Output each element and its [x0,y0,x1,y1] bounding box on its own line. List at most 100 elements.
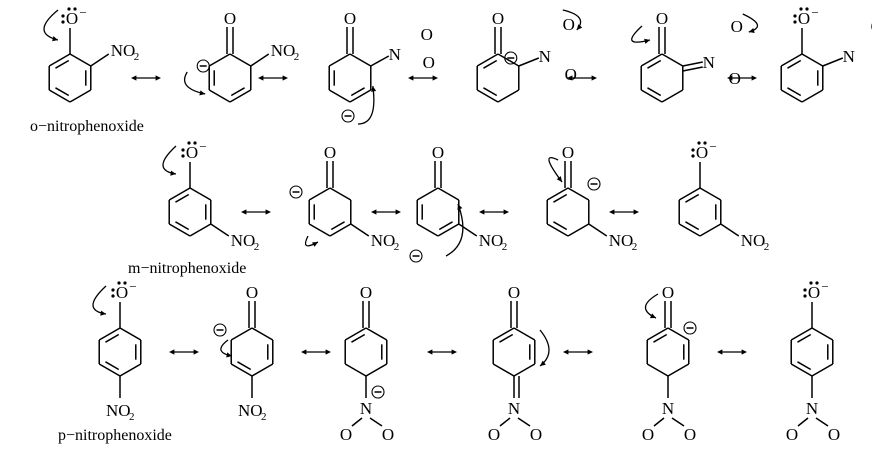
o4-n: N [539,47,551,66]
p4-arrow-head [540,360,546,366]
p5-n: N [662,399,674,418]
structures-layer: O−NO2ONO2ONOOONOOONOOO−NOOO−NO2ONO2ONO2O… [43,5,872,444]
m2-ring-bond-2 [329,223,352,237]
m-res-4-head-right [633,209,639,215]
m2-no2-sub: 2 [394,241,400,253]
o6-ring-double-3 [787,87,802,97]
m5-ring-double-5 [685,193,700,203]
m4-ring-bond-5 [546,187,569,201]
m3-arrow-head [457,204,463,210]
o6-n: N [843,47,855,66]
p-res-3-head-right [451,349,457,355]
o3-cn [370,55,390,67]
p3-n: N [360,399,372,418]
m1-no2-sub: 2 [254,241,260,253]
p6-oxide-lp1 [809,281,813,285]
m3-no2-sub: 2 [502,241,508,253]
m3-no2: NO [479,231,504,250]
p-res-4-head-left [563,349,569,355]
o1-arrow-head [52,36,58,42]
m4-cn [588,223,608,237]
m3-o: O [432,143,444,162]
label-m-nitrophenoxide: m−nitrophenoxide [128,260,246,277]
o4-o-bottom: O [565,65,577,84]
m2-ring-bond-0 [329,187,352,201]
m3-ring-bond-3 [416,223,439,237]
o2-o: O [224,9,236,28]
m3-ring-double-2 [438,221,453,231]
m2-ring-bond-5 [308,187,331,201]
o-res-3-head-right [432,75,438,81]
p3-no-right [369,417,383,427]
m4-ring-double-5 [553,193,568,203]
p5-o: O [662,283,674,302]
m5-no2: NO [741,231,766,250]
o3-arrow [357,85,375,125]
o2-ring-bond-0 [229,53,252,67]
m5-oxide-lp4 [691,154,695,158]
p6-o-left: O [786,425,798,444]
m1-oxide-charge: − [199,139,206,154]
o6-ring-bond-5 [780,53,803,67]
o6-cn [822,57,844,67]
o1-ring-bond-5 [48,53,71,67]
p2-o: O [246,283,258,302]
m5-oxide-lp2 [703,141,707,145]
p4-no-right [517,417,531,427]
o3-ring-bond-3 [328,89,351,103]
p1-oxide-lp3 [111,288,115,292]
m2-ring-bond-3 [308,223,331,237]
p2-ring-bond-0 [251,327,274,341]
o2-no2: NO [271,41,296,60]
p3-o-left: O [340,425,352,444]
p5-ring-bond-5 [646,327,669,341]
o4-ring-bond-5 [476,53,499,67]
m4-ring-bond-3 [546,223,569,237]
m1-oxide-lp1 [187,141,191,145]
p1-no2: NO [106,401,131,420]
o3-ring-bond-5 [328,53,351,67]
p2-ring-double-3 [237,361,252,371]
p3-ring-bond-0 [365,327,388,341]
m4-o: O [562,143,574,162]
p2-ring-bond-3 [230,363,253,377]
p3-ring-bond-2 [365,363,388,377]
p2-minus [213,323,227,337]
m1-ring-bond-2 [189,223,212,237]
o3-o: O [344,9,356,28]
m2-o: O [324,143,336,162]
p-res-5-head-right [741,349,747,355]
o4-ring-bond-0 [497,53,520,67]
o4-ring-bond-3 [476,89,499,103]
p1-arrow-head [100,310,106,316]
o1-oxide-lp3 [61,14,65,18]
m1-ring-bond-3 [168,223,191,237]
p2-arrow-head [226,352,232,358]
m3-arrow [445,203,464,257]
label-o-nitrophenoxide: o−nitrophenoxide [30,118,144,135]
o1-ring-double-5 [55,59,70,69]
o6-oxide-charge: − [811,5,818,20]
p-res-2-head-left [301,349,307,355]
o3-ring-double-2 [350,87,365,97]
p6-oxide-charge: − [821,279,828,294]
p5-no-right [671,417,685,427]
m5-oxide-charge: − [709,139,716,154]
o5-cn [682,61,703,67]
m5-ring-double-3 [685,221,700,231]
o-res-2-head-left [258,75,264,81]
o2-arrow-head [199,90,206,96]
m5-oxide-lp1 [697,141,701,145]
p2-ring-bond-2 [251,363,274,377]
p6-ring-double-3 [797,361,812,371]
o3-ring-bond-2 [349,89,372,103]
m1-ring-double-5 [175,193,190,203]
p6-oxide-lp2 [815,281,819,285]
p5-ring-bond-2 [667,363,690,377]
p5-o-left: O [642,425,654,444]
m-res-2-head-left [371,209,377,215]
o1-ring-bond-0 [69,53,92,67]
m3-ring-bond-5 [416,187,439,201]
o6-oxide-lp1 [799,7,803,11]
p1-oxide-lp4 [111,294,115,298]
